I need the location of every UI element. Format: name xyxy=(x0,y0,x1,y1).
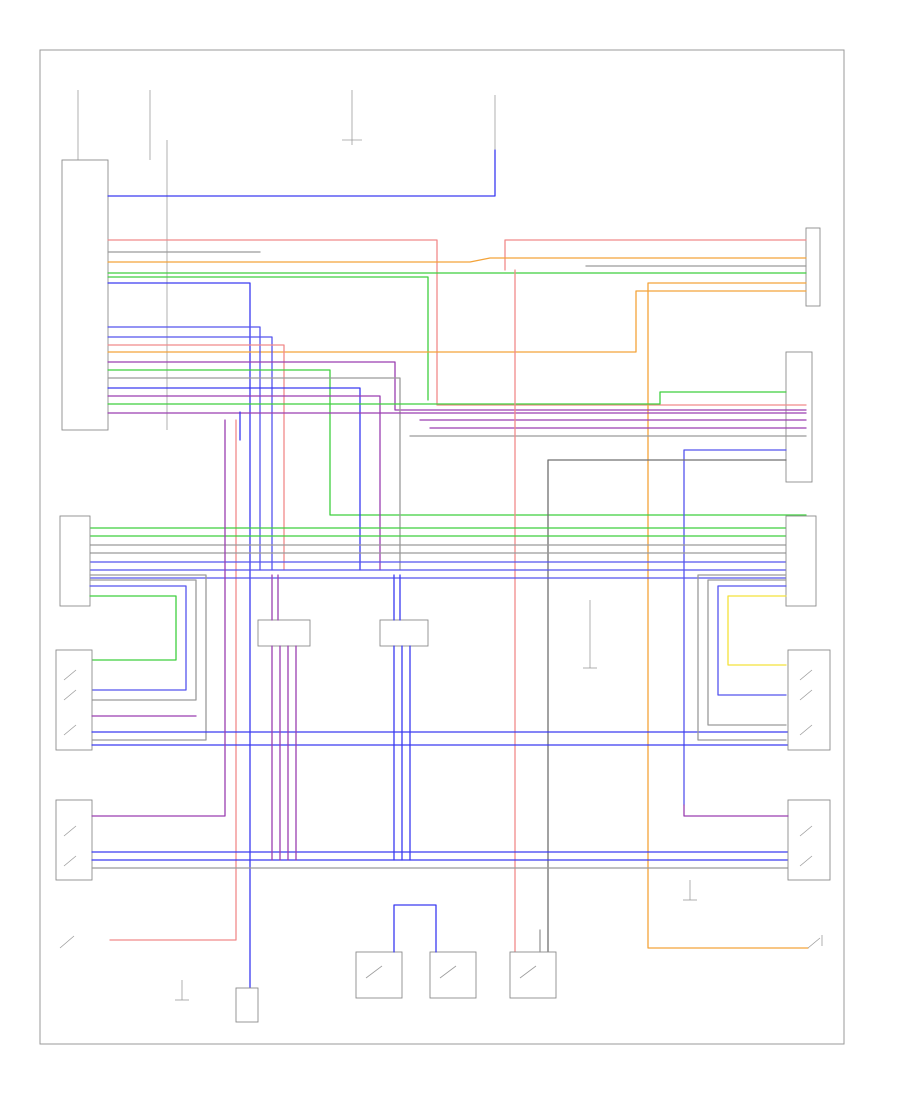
wire-orange-1 xyxy=(107,257,807,263)
wire-purple-2 xyxy=(107,395,381,571)
bottom-switch-contacts xyxy=(365,965,537,979)
wire-blue-4 xyxy=(107,336,273,571)
left-switch-connector xyxy=(59,515,91,607)
junction-wires-left xyxy=(271,574,297,861)
wire-purple-1 xyxy=(107,361,807,411)
wire-pink-3 xyxy=(107,344,285,571)
left-door-lock-switch xyxy=(55,799,93,881)
left-lock-contacts xyxy=(63,825,77,867)
right-door-lock-switch xyxy=(787,799,831,881)
right-window-switch xyxy=(787,649,831,751)
bottom-switch-2 xyxy=(355,951,403,999)
wire-blue-3 xyxy=(107,326,261,571)
wire-black-1 xyxy=(547,459,787,961)
top-fuse-feeds xyxy=(77,90,496,430)
junction-connector-right xyxy=(379,619,429,647)
main-control-module xyxy=(61,159,109,431)
wire-pink-2 xyxy=(504,239,807,271)
wire-blue-7 xyxy=(683,449,787,806)
wire-blue-2 xyxy=(107,282,251,991)
wire-green-left-loop xyxy=(89,595,177,661)
wire-green-4 xyxy=(107,391,787,405)
left-bottom-switch xyxy=(59,935,189,1001)
right-bottom-switch xyxy=(807,935,823,949)
diagram-frame xyxy=(39,49,845,1045)
wire-orange-2 xyxy=(647,282,809,949)
wire-pink-4 xyxy=(109,419,237,941)
left-switch-contacts xyxy=(63,669,77,736)
right-lock-contacts xyxy=(799,825,813,867)
right-upper-connector xyxy=(805,227,821,307)
bottom-switch-4 xyxy=(509,951,557,999)
ground-symbol-right xyxy=(683,880,697,901)
wire-green-3 xyxy=(107,369,807,516)
right-switch-contacts xyxy=(799,669,813,736)
left-window-switch xyxy=(55,649,93,751)
right-middle-connector xyxy=(785,351,813,483)
bottom-switch-3 xyxy=(429,951,477,999)
right-switch-connector xyxy=(785,515,817,607)
junction-connector-left xyxy=(257,619,311,647)
wire-orange-3 xyxy=(107,290,807,353)
junction-wires-right xyxy=(393,574,411,861)
wire-gray-3 xyxy=(107,377,401,571)
wire-blue-5 xyxy=(107,387,361,571)
wire-green-2 xyxy=(107,276,429,401)
wire-blue-feed xyxy=(107,149,496,197)
wire-pink-1 xyxy=(107,239,807,406)
ground-symbol-middle xyxy=(583,600,597,669)
bottom-switch-1 xyxy=(235,987,259,1023)
